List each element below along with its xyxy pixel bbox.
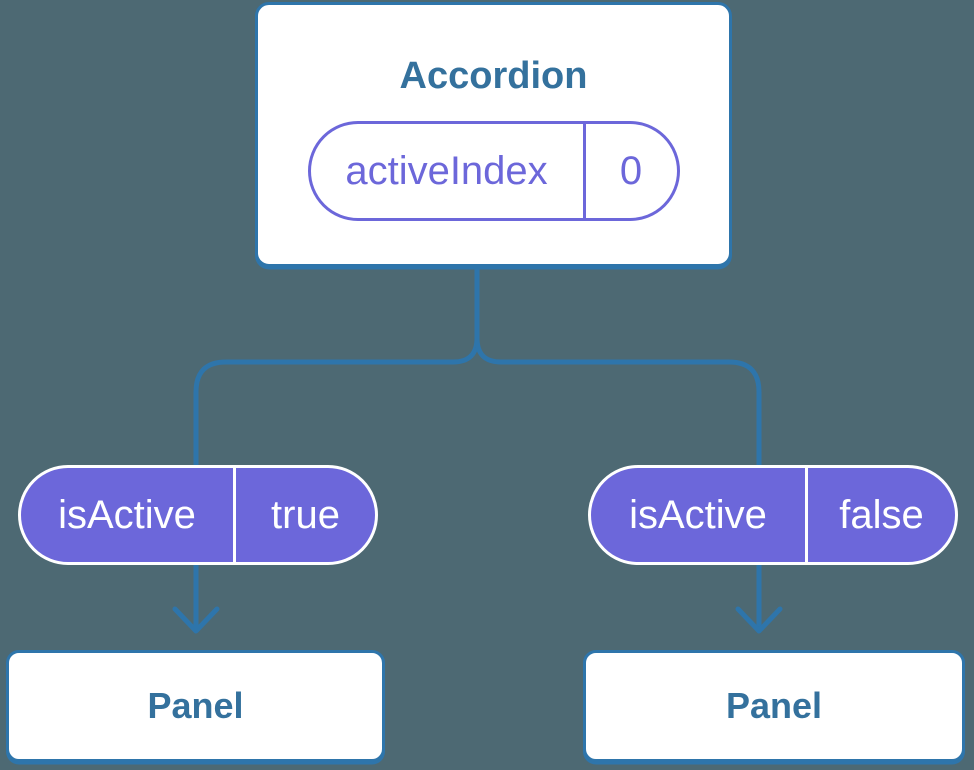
arrow-down-icon xyxy=(735,606,783,634)
connector-left-branch xyxy=(193,264,480,632)
state-value: 0 xyxy=(619,148,643,193)
state-pill: activeIndex 0 xyxy=(307,121,680,221)
connector-right-branch xyxy=(474,264,762,632)
state-name: activeIndex xyxy=(345,148,548,193)
pill-divider xyxy=(805,468,808,562)
prop-value: false xyxy=(839,492,924,537)
pill-divider xyxy=(582,124,586,218)
prop-pill-is-active-true: isActive true xyxy=(18,465,378,565)
node-title: Panel xyxy=(725,685,823,726)
arrow-down-icon xyxy=(172,606,220,634)
prop-pill-is-active-false: isActive false xyxy=(588,465,958,565)
prop-name: isActive xyxy=(58,492,196,537)
accordion-node: Accordion activeIndex 0 xyxy=(255,2,732,267)
pill-divider xyxy=(233,468,236,562)
panel-node-right: Panel xyxy=(583,650,965,762)
node-title: Panel xyxy=(147,685,244,726)
panel-node-left: Panel xyxy=(6,650,385,762)
prop-value: true xyxy=(271,492,340,537)
node-title: Accordion xyxy=(399,55,588,97)
prop-name: isActive xyxy=(629,492,767,537)
